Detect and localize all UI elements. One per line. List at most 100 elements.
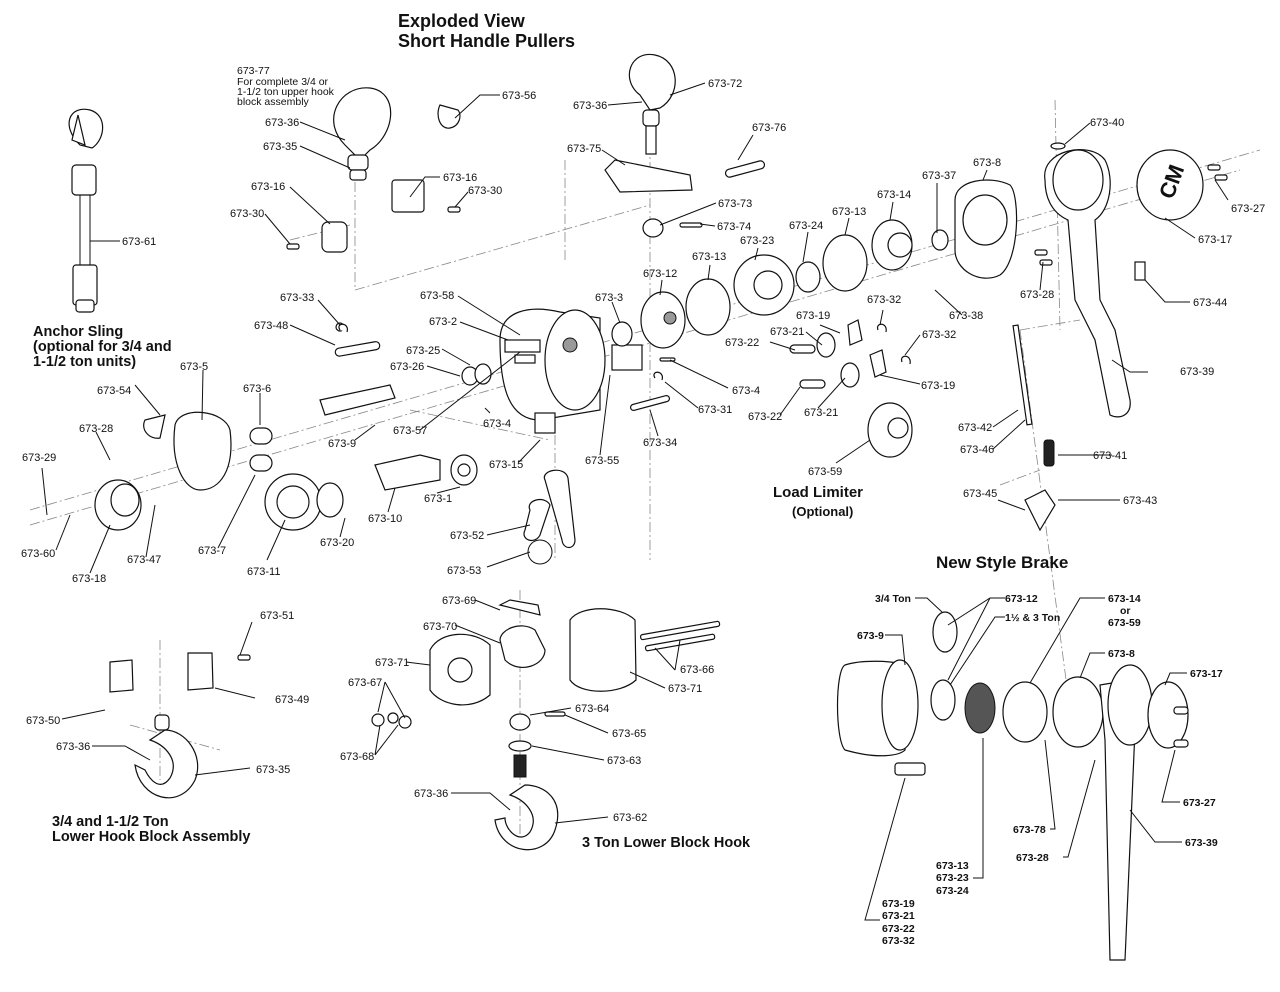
part-label: 673-35 (263, 141, 298, 153)
lower-hook-title-1: 3/4 and 1-1/2 Ton (52, 814, 169, 830)
part-label: 673-37 (922, 170, 957, 182)
handle-lever: CM (1012, 142, 1228, 532)
load-limiter-title: Load Limiter (773, 484, 864, 501)
screw-673-30a (286, 243, 300, 250)
part-label: 673-13 (832, 206, 867, 218)
anchor-sling-subtitle-1: (optional for 3/4 and (33, 339, 172, 355)
part-label: 673-59 (808, 466, 843, 478)
diagram-title-line1: Exploded View (398, 11, 525, 31)
part-label: 673-31 (698, 404, 733, 416)
part-label: 673-32 (867, 294, 902, 306)
new-style-brake (836, 611, 1189, 961)
part-label: 673-16 (443, 172, 478, 184)
part-label: 673-11 (247, 566, 281, 578)
part-label: 673-19 (921, 380, 956, 392)
brake-label: 673-17 (1190, 668, 1223, 680)
part-label: 673-27 (1231, 203, 1266, 215)
main-housing (499, 308, 643, 434)
part-label: 673-4 (732, 385, 761, 397)
brake-label: 673-59 (1108, 617, 1141, 629)
screw-673-30b (447, 206, 461, 213)
load-limiter-subtitle: (Optional) (792, 504, 854, 519)
brake-label: 673-21 (882, 910, 915, 922)
part-label: 673-41 (1093, 450, 1128, 462)
lower-hook-small (109, 652, 251, 799)
brake-label: 673-14 (1108, 593, 1141, 605)
lower-block-3ton (371, 599, 721, 851)
part-label: 673-33 (280, 292, 315, 304)
part-label: 673-15 (489, 459, 524, 471)
brake-label-1-5-3-ton: 1½ & 3 Ton (1005, 612, 1061, 624)
part-label: 673-62 (613, 812, 648, 824)
part-label: 673-2 (429, 316, 458, 328)
note-part-number: 673-77 (237, 65, 270, 77)
brake-label-3-4-ton: 3/4 Ton (875, 593, 911, 605)
part-label: 673-3 (595, 292, 624, 304)
note-line1: For complete 3/4 or (237, 76, 329, 88)
part-label: 673-1 (424, 493, 453, 505)
leader-lines (41, 82, 1229, 824)
part-label: 673-69 (442, 595, 477, 607)
brake-label: 673-39 (1185, 837, 1218, 849)
part-label: 673-40 (1090, 117, 1125, 129)
pawl-assembly (338, 319, 911, 411)
part-label: 673-44 (1193, 297, 1228, 309)
brake-leader-lines (864, 597, 1187, 921)
part-label: 673-22 (748, 411, 783, 423)
brake-label: 673-8 (1108, 648, 1135, 660)
part-label: 673-36 (265, 117, 300, 129)
part-label: 673-16 (251, 181, 286, 193)
note-line3: block assembly (237, 96, 309, 108)
chain-and-ring (523, 469, 576, 565)
part-label: 673-71 (375, 657, 410, 669)
part-label: 673-76 (752, 122, 787, 134)
part-label: 673-48 (254, 320, 289, 332)
right-gear-train (611, 179, 1018, 458)
part-label: 673-47 (127, 554, 162, 566)
part-label: 673-67 (348, 677, 383, 689)
part-label: 673-53 (447, 565, 482, 577)
part-label: 673-20 (320, 537, 355, 549)
anchor-sling (68, 108, 104, 313)
part-label: 673-28 (79, 423, 114, 435)
part-label: 673-22 (725, 337, 760, 349)
new-style-brake-title: New Style Brake (936, 553, 1069, 572)
part-label: 673-52 (450, 530, 485, 542)
part-label: 673-6 (243, 383, 272, 395)
part-label: 673-35 (256, 764, 291, 776)
part-label: 673-58 (420, 290, 455, 302)
part-label: 673-30 (468, 185, 503, 197)
brake-label: 673-28 (1016, 852, 1049, 864)
part-label: 673-32 (922, 329, 957, 341)
brake-label: 673-19 (882, 898, 915, 910)
part-label: 673-70 (423, 621, 458, 633)
brake-label: 673-22 (882, 923, 915, 935)
brake-label: 673-24 (936, 885, 969, 897)
part-label: 673-63 (607, 755, 642, 767)
part-label: 673-23 (740, 235, 775, 247)
part-label: 673-14 (877, 189, 912, 201)
part-label: 673-29 (22, 452, 57, 464)
lower-hook-title-2: Lower Hook Block Assembly (52, 829, 251, 845)
part-label: 673-5 (180, 361, 209, 373)
part-label: 673-38 (949, 310, 984, 322)
block-673-16b (391, 179, 425, 213)
anchor-sling-title: Anchor Sling (33, 324, 124, 340)
part-label: 673-56 (502, 90, 537, 102)
three-ton-hook-title: 3 Ton Lower Block Hook (582, 835, 751, 851)
brake-label: 673-32 (882, 935, 915, 947)
upper-hook-assembly (333, 87, 392, 181)
block-673-16a (321, 221, 348, 253)
part-label: 673-60 (21, 548, 56, 560)
part-label: 673-25 (406, 345, 441, 357)
part-label: 673-66 (680, 664, 715, 676)
part-label: 673-75 (567, 143, 602, 155)
left-gear-train (94, 322, 492, 531)
part-label: 673-36 (573, 100, 608, 112)
part-label: 673-45 (963, 488, 998, 500)
part-label: 673-64 (575, 703, 610, 715)
part-label: 673-68 (340, 751, 375, 763)
brake-label: 673-12 (1005, 593, 1038, 605)
brake-label: 673-27 (1183, 797, 1216, 809)
part-label: 673-19 (796, 310, 831, 322)
